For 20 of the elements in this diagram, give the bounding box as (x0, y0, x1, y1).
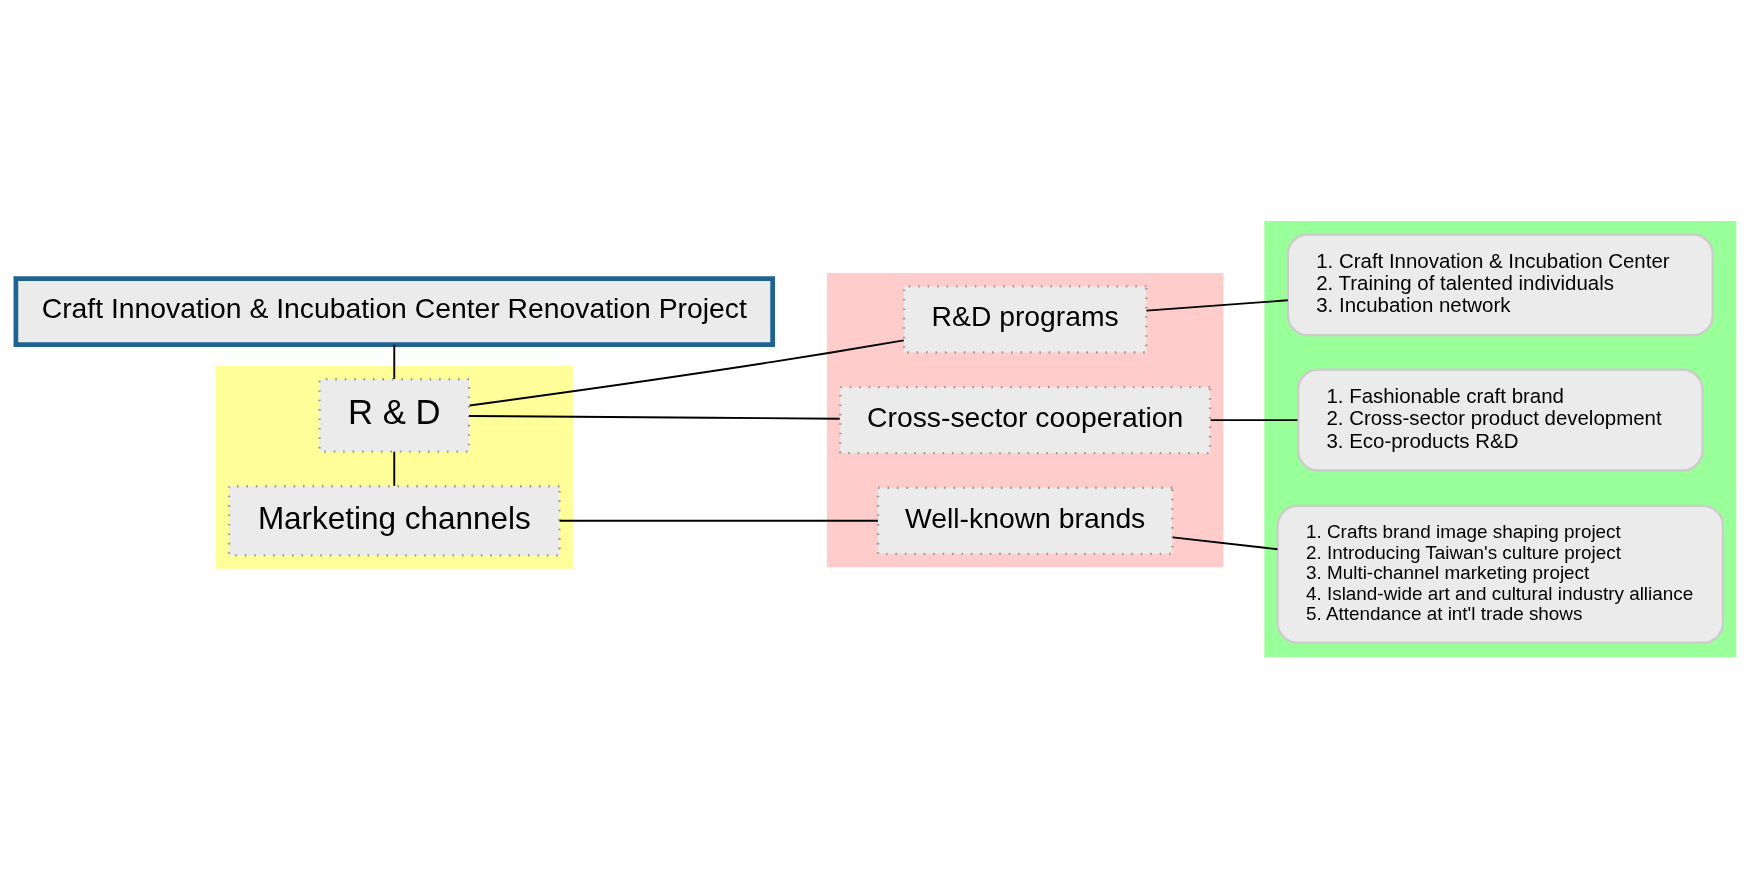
node-box: 1. Craft Innovation & Incubation Center 2. Training of talented individuals 3. Incubation network (1286, 233, 1714, 337)
node-box: Cross-sector cooperation (839, 385, 1212, 455)
node-box: Marketing channels (227, 485, 561, 557)
node-box: R&D programs (902, 285, 1148, 354)
cluster (826, 273, 1224, 568)
node-box: 1. Crafts brand image shaping project 2. Introducing Taiwan's culture project 3. Multi-channel marketing project 4. Island-wide art and cultural industry alliance 5. Attendance at int'l trade shows (1276, 504, 1725, 644)
connector (393, 343, 396, 380)
node-box: Craft Innovation & Incubation Center Renovation Project (13, 276, 775, 347)
connector (393, 450, 396, 487)
connector (468, 415, 841, 420)
node-box: Well-known brands (876, 486, 1174, 556)
connector (468, 339, 905, 407)
connector (1145, 299, 1289, 312)
node-box: R & D (318, 378, 471, 453)
connector (1209, 419, 1299, 422)
connector (558, 519, 879, 522)
cluster (1264, 221, 1737, 657)
cluster (215, 365, 573, 569)
connector (1171, 536, 1279, 551)
node-box: 1. Fashionable craft brand 2. Cross-sector product development 3. Eco-products R&D (1296, 368, 1704, 472)
